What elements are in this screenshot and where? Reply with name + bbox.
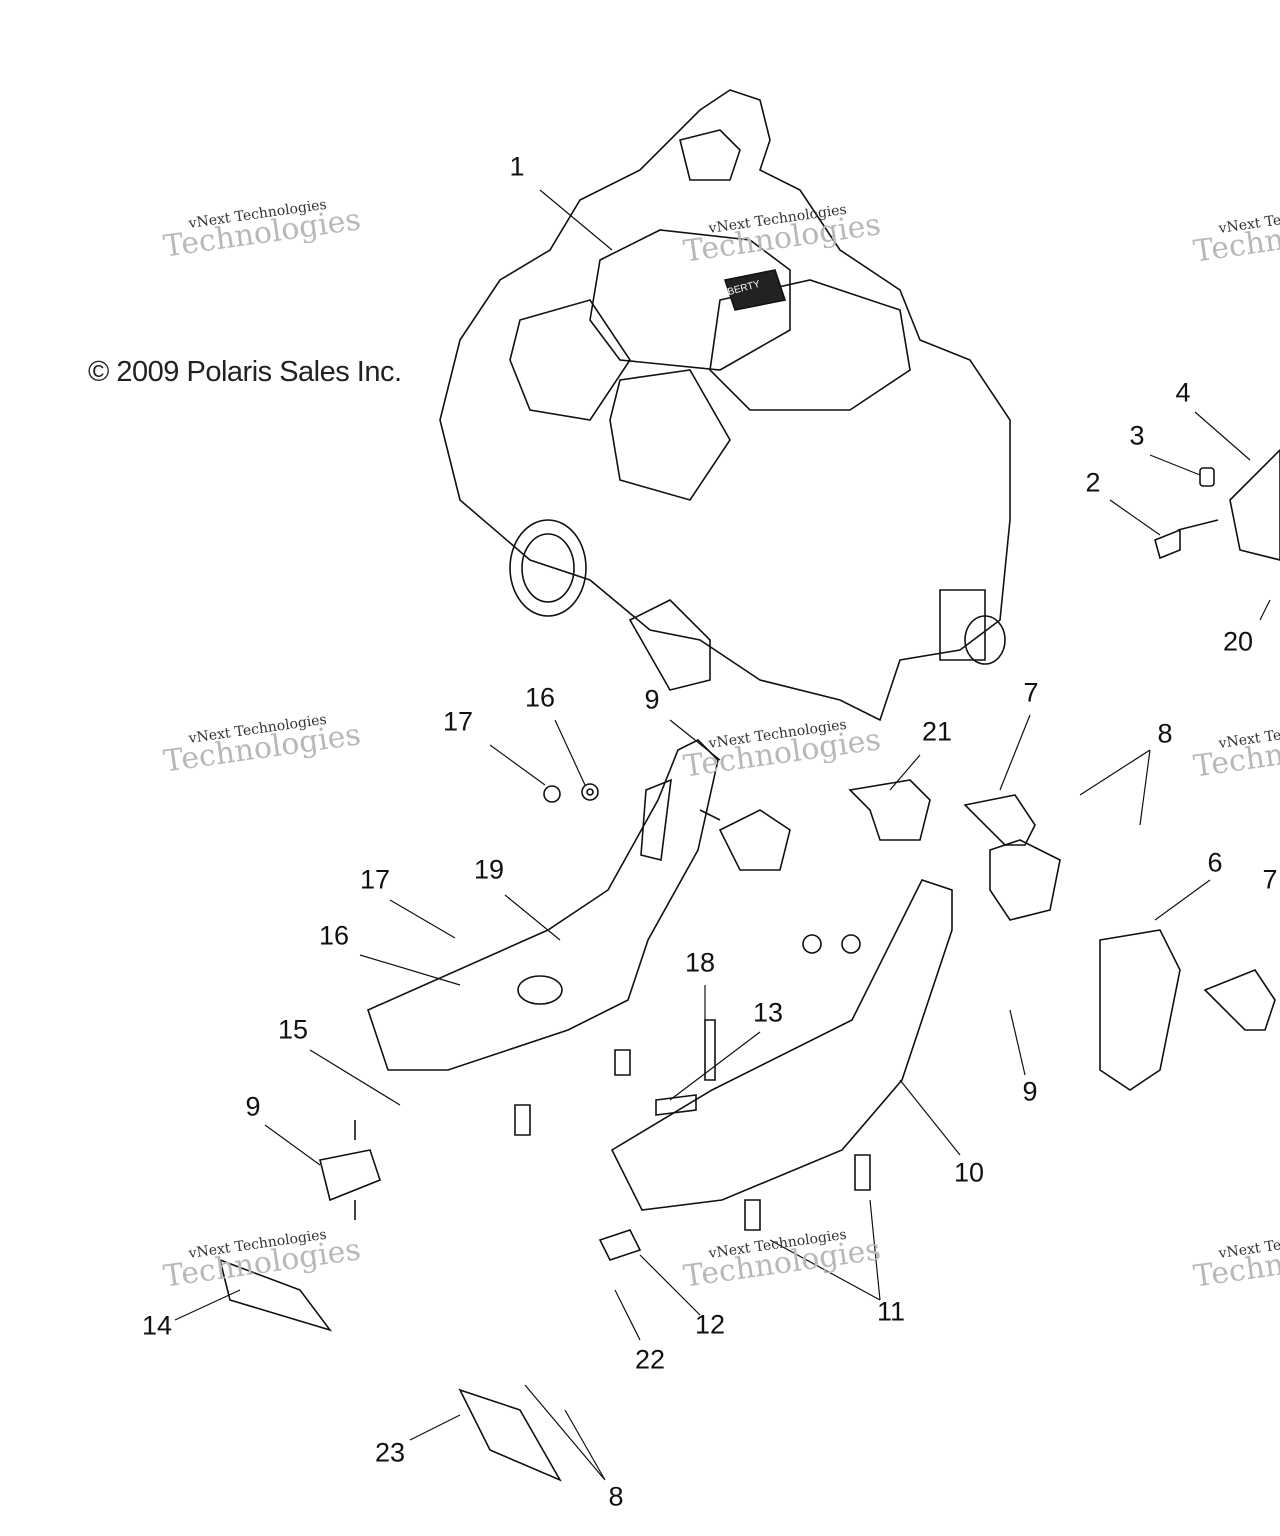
callout-17: 17 xyxy=(359,864,391,895)
callout-12: 12 xyxy=(694,1309,726,1340)
callout-9: 9 xyxy=(1022,1076,1038,1107)
callout-1: 1 xyxy=(509,151,525,182)
callout-21: 21 xyxy=(921,716,953,747)
callout-7: 7 xyxy=(1023,677,1039,708)
callout-4: 4 xyxy=(1175,377,1191,408)
bolt-2 xyxy=(1154,519,1219,560)
isolator-9-right xyxy=(989,839,1061,921)
nut-3 xyxy=(1199,467,1215,487)
callout-18: 18 xyxy=(684,947,716,978)
mount-bracket-19 xyxy=(367,739,719,1071)
engine-assembly xyxy=(439,89,1011,722)
bolt-18 xyxy=(704,1019,716,1081)
callout-6: 6 xyxy=(1207,847,1223,878)
callout-2: 2 xyxy=(1085,467,1101,498)
callout-7: 7 xyxy=(1262,864,1278,895)
leader-lines xyxy=(174,189,1271,1481)
callout-17: 17 xyxy=(442,706,474,737)
mount-bracket-10 xyxy=(610,879,953,1211)
callout-14: 14 xyxy=(141,1310,173,1341)
bracket-23 xyxy=(458,1388,562,1482)
callout-20: 20 xyxy=(1222,626,1254,657)
callout-9: 9 xyxy=(644,684,660,715)
callout-13: 13 xyxy=(752,997,784,1028)
callout-11: 11 xyxy=(876,1296,906,1327)
callout-15: 15 xyxy=(277,1014,309,1045)
callout-10: 10 xyxy=(953,1157,985,1188)
callout-19: 19 xyxy=(473,854,505,885)
callout-23: 23 xyxy=(374,1437,406,1468)
callout-8: 8 xyxy=(1157,718,1173,749)
callout-22: 22 xyxy=(634,1344,666,1375)
isolator-9-left xyxy=(319,1120,381,1220)
bracket-6 xyxy=(1099,929,1181,1091)
spacer-13 xyxy=(655,1094,697,1116)
bracket-4 xyxy=(1229,448,1280,561)
bracket-7 xyxy=(963,794,1036,846)
isolator-9-top xyxy=(699,809,791,871)
callout-8: 8 xyxy=(608,1481,624,1512)
isolator-12 xyxy=(598,1229,642,1261)
callout-3: 3 xyxy=(1129,420,1145,451)
bracket-14 xyxy=(218,1258,333,1332)
callout-9: 9 xyxy=(245,1091,261,1122)
bracket-21 xyxy=(848,779,931,841)
callout-16: 16 xyxy=(524,682,556,713)
callout-16: 16 xyxy=(318,920,350,951)
copyright-notice: © 2009 Polaris Sales Inc. xyxy=(88,356,402,388)
